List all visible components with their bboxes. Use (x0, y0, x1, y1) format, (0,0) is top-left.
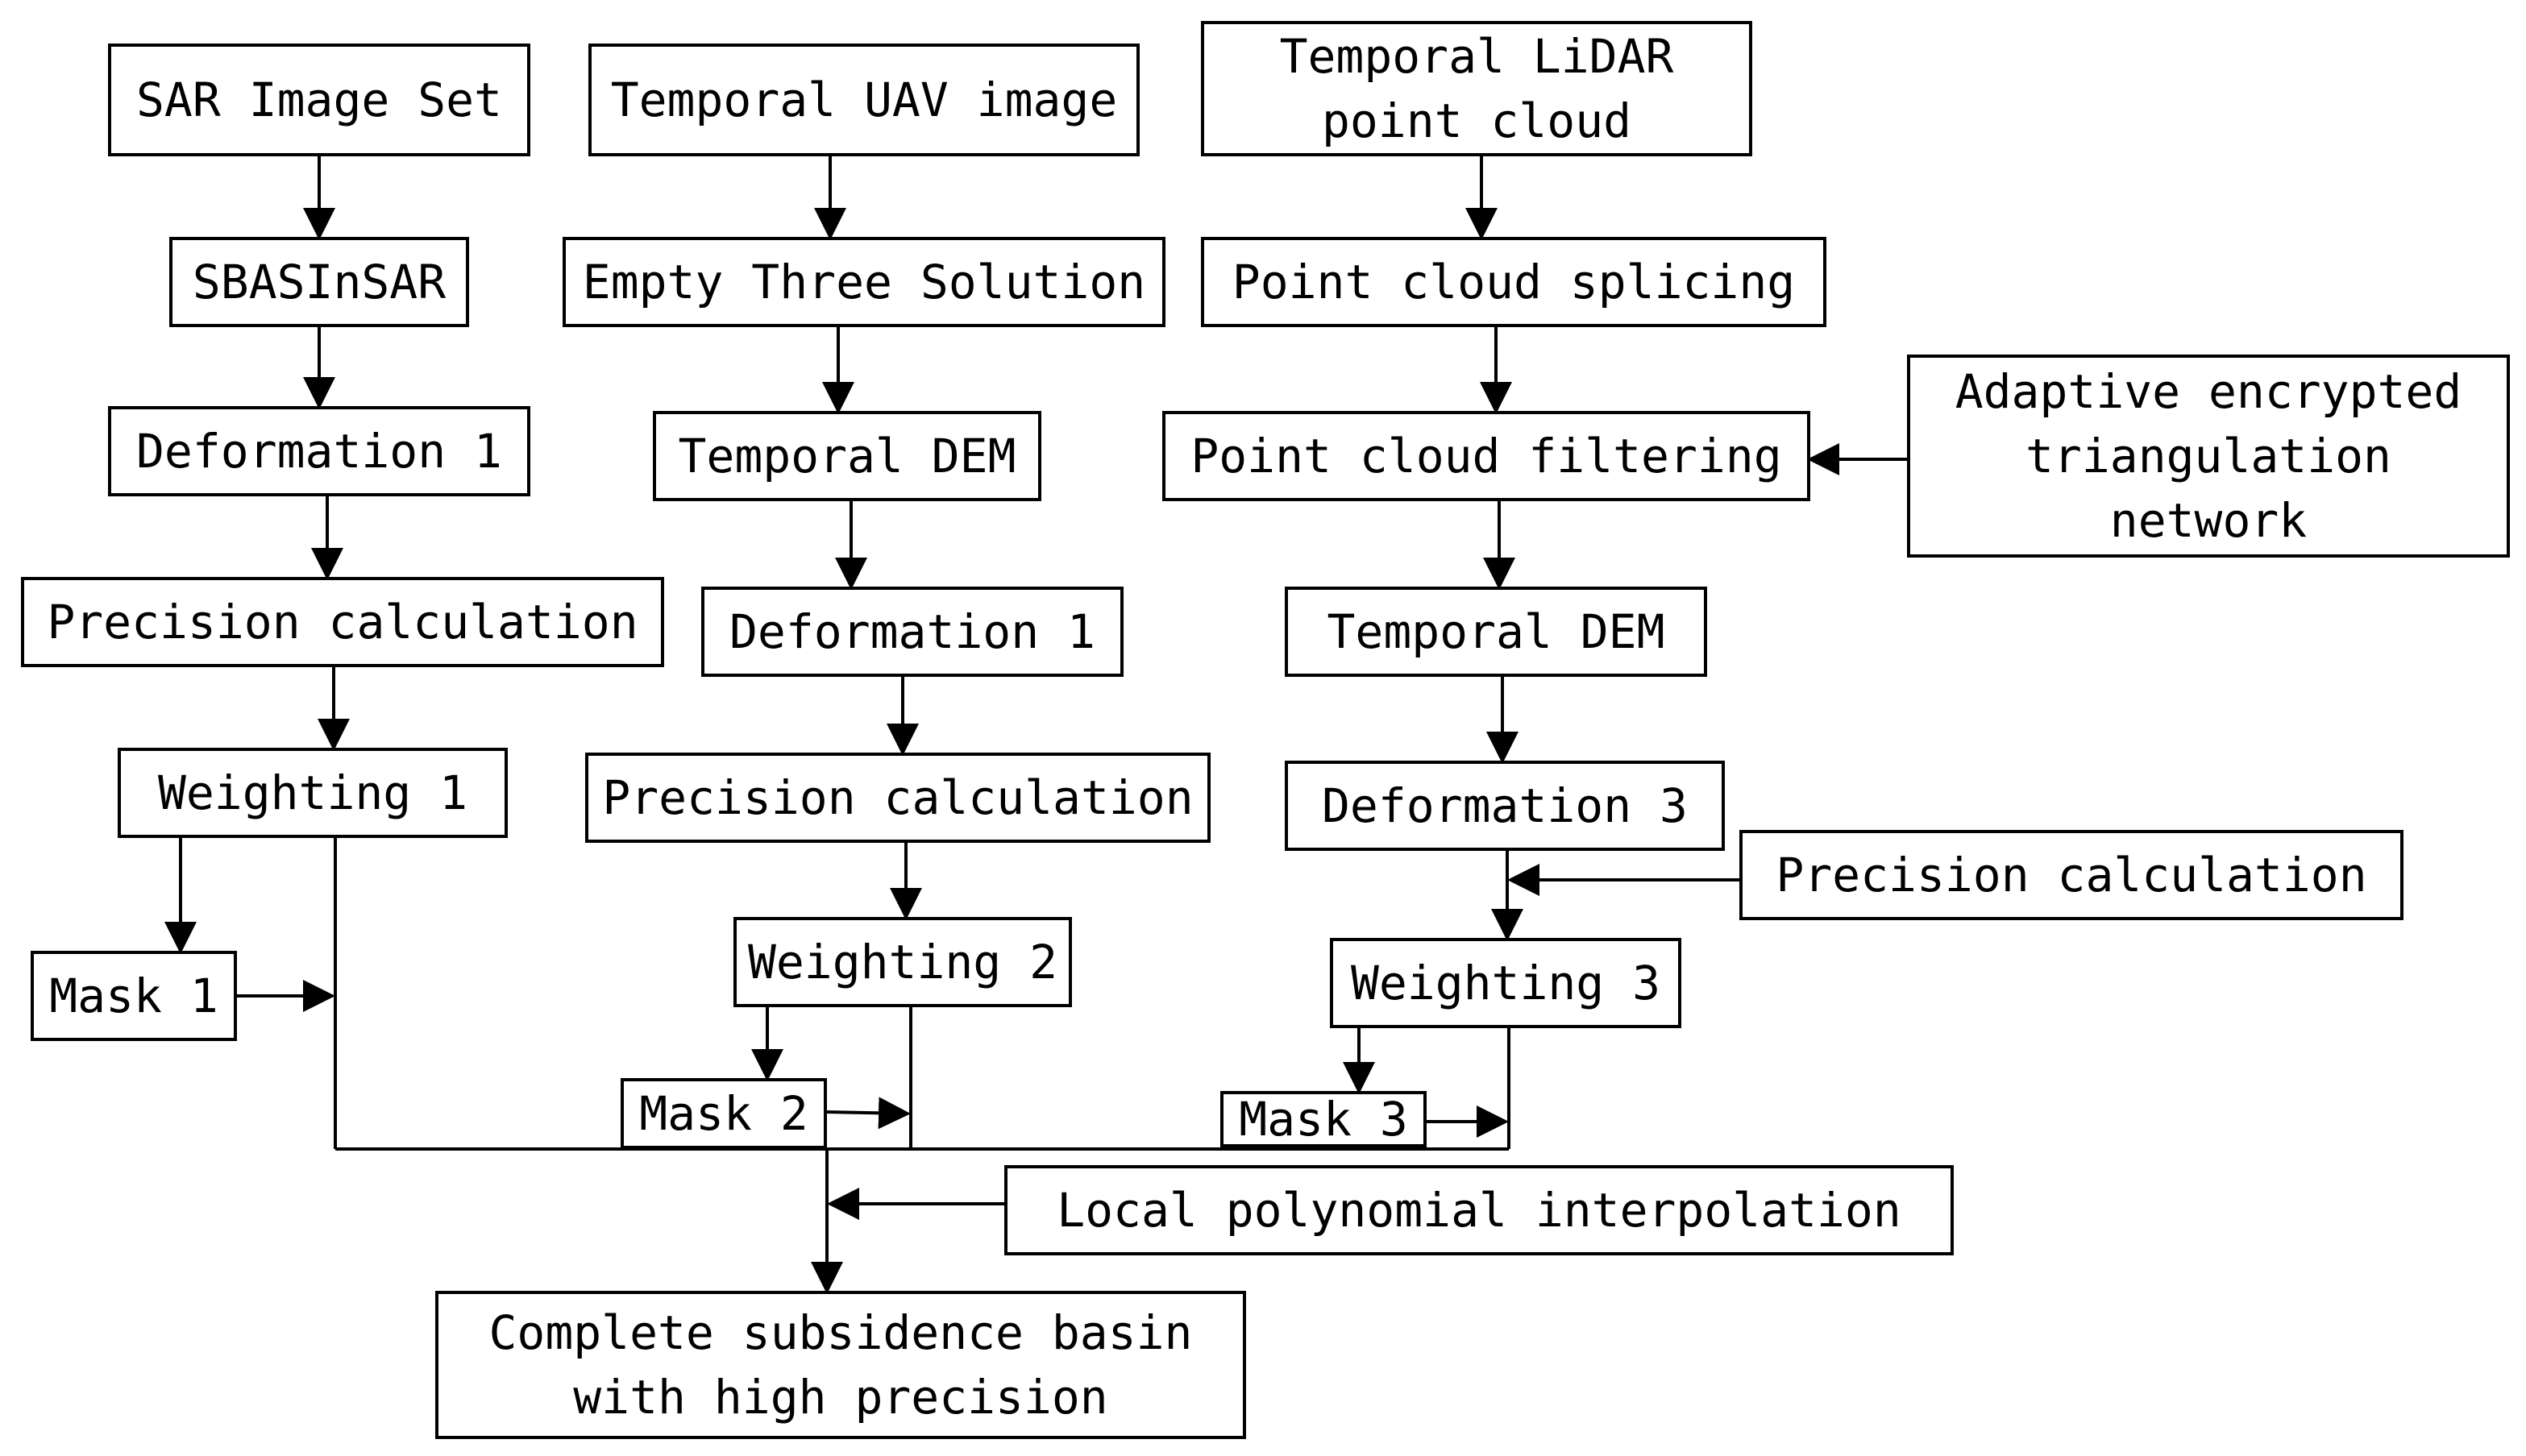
svg-text:triangulation: triangulation (2025, 429, 2391, 483)
svg-text:Adaptive encrypted: Adaptive encrypted (1955, 364, 2462, 419)
node-precision-calculation-right: Precision calculation (1739, 830, 2403, 920)
node-local-polynomial-interpolation: Local polynomial interpolation (1004, 1165, 1954, 1255)
svg-text:Temporal UAV image: Temporal UAV image (611, 73, 1118, 127)
svg-text:with high precision: with high precision (573, 1370, 1107, 1425)
node-deformation-1-left: Deformation 1 (108, 406, 530, 496)
svg-text:Precision calculation: Precision calculation (1776, 848, 2366, 902)
node-sbasinsar: SBASInSAR (169, 237, 469, 327)
svg-text:Precision calculation: Precision calculation (602, 770, 1193, 825)
node-point-cloud-filtering: Point cloud filtering (1162, 411, 1810, 501)
svg-text:Mask 1: Mask 1 (49, 969, 218, 1023)
node-mask-2: Mask 2 (621, 1078, 827, 1149)
svg-text:Point cloud splicing: Point cloud splicing (1232, 255, 1795, 309)
node-temporal-dem-right: Temporal DEM (1285, 587, 1707, 677)
node-mask-3: Mask 3 (1220, 1091, 1427, 1147)
node-point-cloud-splicing: Point cloud splicing (1201, 237, 1826, 327)
node-adaptive-encrypted-triangulation-network: Adaptive encrypted triangulation network (1907, 355, 2510, 558)
node-temporal-lidar-point-cloud: Temporal LiDAR point cloud (1201, 21, 1752, 156)
node-sar-image-set: SAR Image Set (108, 44, 530, 156)
svg-text:Temporal DEM: Temporal DEM (678, 429, 1016, 483)
svg-text:Mask 2: Mask 2 (639, 1086, 808, 1141)
svg-text:Deformation 1: Deformation 1 (729, 604, 1095, 659)
svg-text:Temporal LiDAR: Temporal LiDAR (1280, 29, 1674, 84)
svg-text:Complete subsidence basin: Complete subsidence basin (489, 1305, 1193, 1360)
node-precision-calculation-middle: Precision calculation (585, 753, 1211, 843)
svg-text:Weighting 3: Weighting 3 (1351, 956, 1660, 1010)
svg-text:Deformation 3: Deformation 3 (1322, 778, 1688, 833)
svg-text:Mask 3: Mask 3 (1239, 1092, 1408, 1147)
svg-text:SAR Image Set: SAR Image Set (136, 73, 502, 127)
node-mask-1: Mask 1 (31, 951, 237, 1041)
node-empty-three-solution: Empty Three Solution (563, 237, 1165, 327)
svg-text:Local polynomial interpolation: Local polynomial interpolation (1057, 1183, 1901, 1238)
svg-text:Deformation 1: Deformation 1 (136, 424, 502, 479)
svg-text:Temporal DEM: Temporal DEM (1327, 604, 1664, 659)
svg-text:network: network (2110, 493, 2308, 548)
node-temporal-uav-image: Temporal UAV image (588, 44, 1140, 156)
svg-text:Weighting 1: Weighting 1 (158, 765, 467, 820)
svg-text:Point cloud filtering: Point cloud filtering (1190, 429, 1781, 483)
svg-text:point cloud: point cloud (1322, 93, 1631, 148)
svg-text:Empty Three Solution: Empty Three Solution (583, 255, 1145, 309)
svg-text:Weighting 2: Weighting 2 (748, 935, 1057, 989)
node-weighting-3: Weighting 3 (1330, 938, 1681, 1028)
node-precision-calculation-left: Precision calculation (21, 577, 664, 667)
svg-text:Precision calculation: Precision calculation (47, 595, 638, 649)
node-deformation-1-middle: Deformation 1 (701, 587, 1124, 677)
node-complete-subsidence-basin: Complete subsidence basin with high prec… (435, 1291, 1246, 1439)
node-weighting-2: Weighting 2 (733, 917, 1072, 1007)
node-deformation-3: Deformation 3 (1285, 761, 1725, 851)
node-temporal-dem-middle: Temporal DEM (653, 411, 1041, 501)
svg-text:SBASInSAR: SBASInSAR (193, 255, 446, 309)
arrow-mask-2-to-merge (825, 1097, 911, 1130)
node-weighting-1: Weighting 1 (118, 748, 508, 838)
